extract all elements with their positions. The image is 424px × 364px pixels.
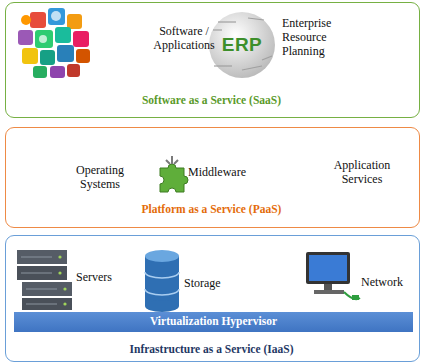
component-label: Storage <box>184 277 236 291</box>
server-racks <box>17 250 72 310</box>
service-layer-band: Servers Storage NetworkInfrastructure as a… <box>5 235 420 362</box>
layer-title: Platform as a Service (PaaS) <box>6 203 417 216</box>
service-layer-band: Operating Systems Middleware Application S… <box>5 127 420 228</box>
component-label: Operating Systems <box>58 164 142 192</box>
storage-cylinder <box>145 250 179 312</box>
component-label: Servers <box>76 271 126 285</box>
service-layer-band: Software / Applications Enterprise Resour… <box>5 2 420 118</box>
erp-globe-label: ERP <box>222 34 263 56</box>
component-label: Middleware <box>188 166 258 180</box>
middleware-puzzle <box>160 156 188 192</box>
layer-title: Infrastructure as a Service (IaaS) <box>6 343 417 356</box>
layer-title: Virtualization Hypervisor <box>14 315 413 328</box>
component-label: Software / Applications <box>152 25 216 53</box>
app-icons <box>18 8 90 78</box>
component-label: Network <box>361 276 413 290</box>
erp-globe <box>209 12 275 78</box>
component-label: Application Services <box>322 159 402 187</box>
hypervisor-bar: Virtualization Hypervisor <box>14 312 413 332</box>
component-label: Enterprise Resource Planning <box>282 17 352 58</box>
network-computer <box>306 252 360 300</box>
layer-title: Software as a Service (SaaS) <box>6 94 417 107</box>
